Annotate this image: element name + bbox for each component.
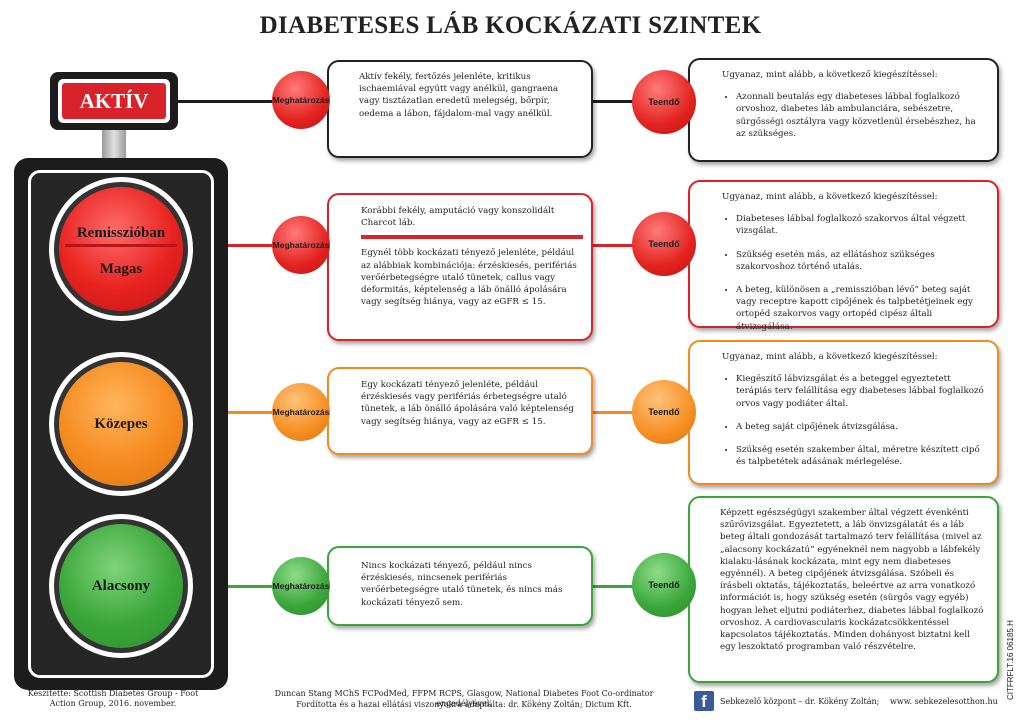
orange-lamp: Közepes xyxy=(59,362,183,486)
moderate-definition-circle: Meghatározás xyxy=(272,383,330,441)
active-action-box: Ugyanaz, mint alább, a következő kiegész… xyxy=(688,58,999,162)
red-lamp: Remisszióban Magas xyxy=(59,187,183,311)
traffic-light-pole xyxy=(102,130,126,158)
high-definition-text-bottom: Egynél több kockázati tényező jelenléte,… xyxy=(361,248,577,308)
list-item: A beteg, különösen a „remisszióban lévő”… xyxy=(736,284,987,333)
list-item: Szükség esetén szakember által, méretre … xyxy=(736,444,987,468)
moderate-action-circle: Teendő xyxy=(632,380,696,444)
active-definition-label: Meghatározás xyxy=(272,95,330,105)
low-mid-connector xyxy=(592,585,637,588)
active-action-lead: Ugyanaz, mint alább, a következő kiegész… xyxy=(722,70,938,80)
red-lamp-bottom-label: Magas xyxy=(99,261,143,277)
footer-author: Készítette: Scottish Diabetes Group - Fo… xyxy=(27,689,199,708)
footer-organization: Sebkezelő központ – dr. Kökény Zoltán; xyxy=(720,697,880,706)
active-connector xyxy=(178,100,278,103)
high-definition-box: Korábbi fekély, amputáció vagy konszolid… xyxy=(327,193,593,341)
low-connector xyxy=(228,585,276,588)
active-action-circle: Teendő xyxy=(632,70,696,134)
moderate-definition-text: Egy kockázati tényező jelenléte, például… xyxy=(361,380,574,427)
high-definition-label: Meghatározás xyxy=(272,240,330,250)
moderate-action-box: Ugyanaz, mint alább, a következő kiegész… xyxy=(688,340,999,485)
moderate-action-list: Kiegészítő lábvizsgálat és a beteggel eg… xyxy=(722,373,987,468)
active-definition-circle: Meghatározás xyxy=(272,71,330,129)
document-code: CITFRFLT.16 06185.H xyxy=(1006,620,1015,700)
footer-website-link[interactable]: www. sebkezelesotthon.hu xyxy=(890,697,998,706)
active-definition-box: Aktív fekély, fertőzés jelenléte, kritik… xyxy=(327,60,593,158)
high-action-list: Diabeteses lábbal foglalkozó szakorvos á… xyxy=(722,213,987,333)
footer-credit-line2: Fordította és a hazai ellátási viszonyok… xyxy=(296,700,632,709)
list-item: Azonnali beutalás egy diabeteses lábbal … xyxy=(736,91,987,140)
low-definition-label: Meghatározás xyxy=(272,581,330,591)
low-definition-circle: Meghatározás xyxy=(272,557,330,615)
footer-credit-line1: Duncan Stang MChS FCPodMed, FFPM RCPS, G… xyxy=(274,689,654,708)
low-action-circle: Teendő xyxy=(632,553,696,617)
list-item: A beteg saját cipőjének átvizsgálása. xyxy=(736,421,987,433)
high-connector xyxy=(228,244,276,247)
low-action-label: Teendő xyxy=(648,580,680,590)
active-mid-connector xyxy=(592,100,637,103)
facebook-icon[interactable]: f xyxy=(694,691,714,711)
green-lamp: Alacsony xyxy=(59,524,183,648)
moderate-connector xyxy=(228,411,276,414)
list-item: Szükség esetén más, az ellátáshoz szüksé… xyxy=(736,249,987,273)
active-action-list: Azonnali beutalás egy diabeteses lábbal … xyxy=(722,91,987,140)
high-mid-connector xyxy=(592,244,637,247)
high-action-circle: Teendő xyxy=(632,212,696,276)
list-item: Diabeteses lábbal foglalkozó szakorvos á… xyxy=(736,213,987,237)
low-action-box: Képzett egészségügyi szakember által vég… xyxy=(688,496,999,683)
list-item: Kiegészítő lábvizsgálat és a beteggel eg… xyxy=(736,373,987,410)
red-lamp-top-label: Remisszióban xyxy=(76,225,166,241)
moderate-action-lead: Ugyanaz, mint alább, a következő kiegész… xyxy=(722,352,938,362)
low-definition-text: Nincs kockázati tényező, például nincs é… xyxy=(361,561,563,608)
moderate-definition-label: Meghatározás xyxy=(272,407,330,417)
remission-separator xyxy=(361,235,583,240)
active-sign-label: AKTÍV xyxy=(62,83,166,119)
active-action-label: Teendő xyxy=(648,97,680,107)
remission-divider xyxy=(65,244,177,247)
low-definition-box: Nincs kockázati tényező, például nincs é… xyxy=(327,546,593,626)
moderate-definition-box: Egy kockázati tényező jelenléte, például… xyxy=(327,367,593,455)
high-action-label: Teendő xyxy=(648,239,680,249)
high-action-box: Ugyanaz, mint alább, a következő kiegész… xyxy=(688,180,999,332)
page-title: DIABETESES LÁB KOCKÁZATI SZINTEK xyxy=(259,12,762,39)
orange-lamp-label: Közepes xyxy=(94,416,148,432)
low-action-text: Képzett egészségügyi szakember által vég… xyxy=(720,508,984,653)
high-definition-circle: Meghatározás xyxy=(272,216,330,274)
green-lamp-label: Alacsony xyxy=(91,578,151,594)
active-definition-text: Aktív fekély, fertőzés jelenléte, kritik… xyxy=(359,72,559,119)
high-definition-text-top: Korábbi fekély, amputáció vagy konszolid… xyxy=(361,206,555,229)
high-action-lead: Ugyanaz, mint alább, a következő kiegész… xyxy=(722,192,938,202)
moderate-action-label: Teendő xyxy=(648,407,680,417)
moderate-mid-connector xyxy=(592,411,637,414)
